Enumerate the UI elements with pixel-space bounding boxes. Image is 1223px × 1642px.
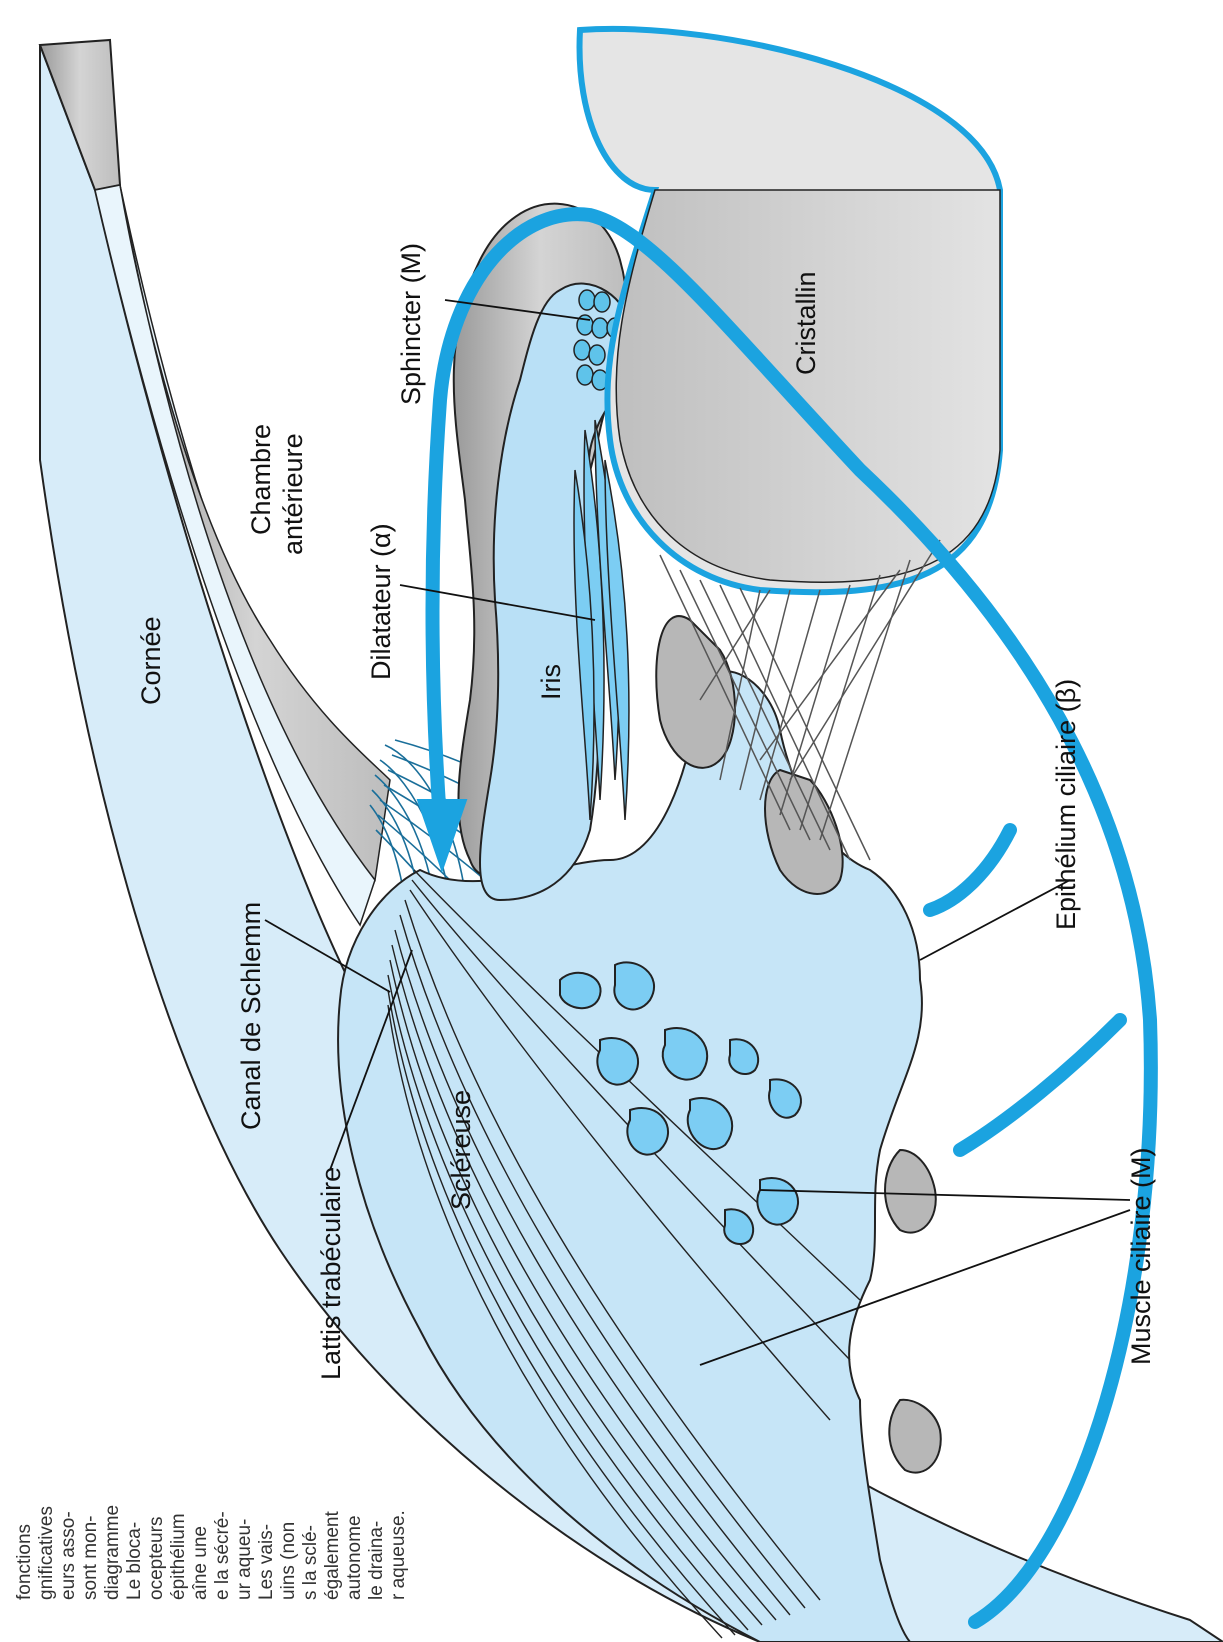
label-sclereuse: Scléreuse (446, 1090, 476, 1210)
caption-line: fonctions (14, 1524, 35, 1600)
label-chambre-1: Chambre (246, 424, 276, 535)
caption-line: aîne une (190, 1526, 211, 1600)
flow-branch (960, 1020, 1120, 1150)
flow-branch (930, 830, 1010, 910)
caption-line: Les vais- (256, 1524, 277, 1600)
caption-line: gnificatives (36, 1506, 57, 1600)
label-muscle-ciliaire: Muscle ciliaire (M) (1126, 1147, 1156, 1365)
caption-line: ocepteurs (146, 1517, 167, 1600)
caption-line: autonome (344, 1515, 365, 1600)
caption-line: le draina- (366, 1521, 387, 1600)
caption-line: r aqueuse. (388, 1510, 409, 1600)
lens-face (616, 190, 1000, 582)
caption-line: également (322, 1511, 343, 1600)
ciliary-process (889, 1400, 940, 1473)
caption-line: ur aqueu- (234, 1519, 255, 1600)
caption-line: s la sclé- (300, 1525, 321, 1600)
caption-line: e la sécré- (212, 1511, 233, 1600)
label-dilatateur: Dilatateur (α) (366, 523, 396, 680)
caption-line: eurs asso- (58, 1511, 79, 1600)
ciliary-process (885, 1150, 936, 1233)
caption-line: sont mon- (80, 1516, 101, 1600)
caption-line: uins (non (278, 1522, 299, 1600)
label-cornee: Cornée (136, 616, 166, 705)
caption-text: fonctions gnificatives eurs asso- sont m… (14, 1505, 409, 1600)
ciliary-process (656, 616, 735, 768)
caption-line: Le bloca- (124, 1522, 145, 1600)
caption-line: diagramme (102, 1505, 123, 1600)
label-iris: Iris (536, 664, 566, 700)
label-cristallin: Cristallin (791, 271, 821, 375)
label-epithelium: Epithélium ciliaire (β) (1051, 679, 1081, 930)
label-lattis-trabeculaire: Lattis trabéculaire (316, 1167, 346, 1380)
label-chambre-2: antérieure (278, 433, 308, 555)
label-canal-schlemm: Canal de Schlemm (236, 902, 266, 1130)
label-sphincter: Sphincter (M) (396, 243, 426, 405)
caption-line: épithélium (168, 1513, 189, 1600)
